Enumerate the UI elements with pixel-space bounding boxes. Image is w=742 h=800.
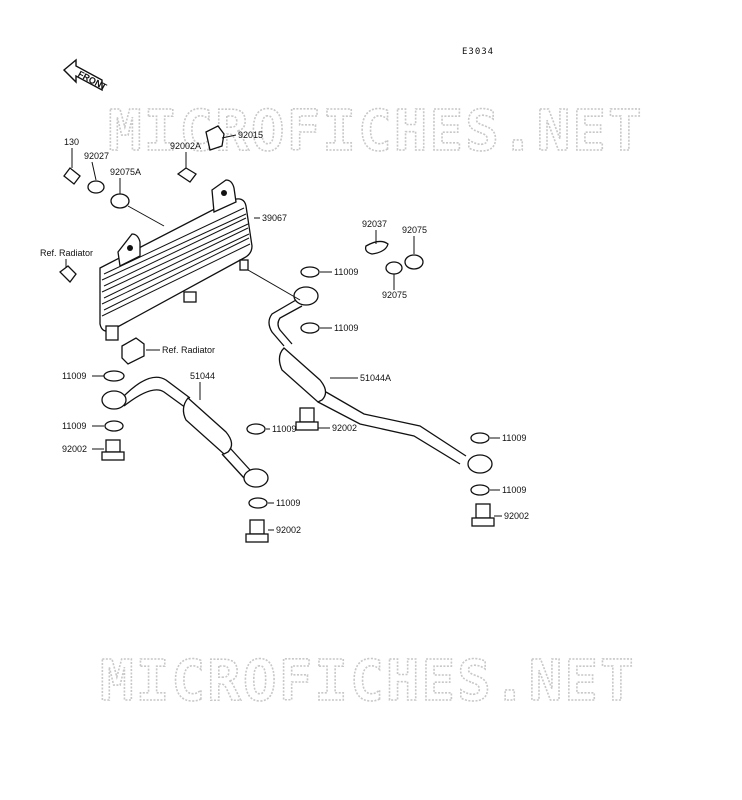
washer-11009-a — [300, 266, 320, 278]
label-11009-b: 11009 — [334, 323, 358, 333]
washer-11009-g — [470, 484, 490, 496]
label-11009-e: 11009 — [272, 424, 296, 434]
label-11009-h: 11009 — [276, 498, 300, 508]
leader-92075A-cooler — [127, 205, 165, 227]
leader-92027 — [91, 161, 97, 181]
label-92027: 92027 — [84, 151, 109, 161]
label-51044A: 51044A — [360, 373, 391, 383]
label-11009-f: 11009 — [502, 433, 526, 443]
leader-92015 — [221, 134, 237, 139]
bracket-92015 — [205, 125, 225, 151]
washer-11009-h — [248, 497, 268, 509]
label-130: 130 — [64, 137, 79, 147]
bolt-92002A — [176, 167, 197, 183]
label-51044: 51044 — [190, 371, 215, 381]
label-92037: 92037 — [362, 219, 387, 229]
bolt-130 — [63, 167, 81, 185]
label-11009-a: 11009 — [334, 267, 358, 277]
bolt-92002-b — [295, 407, 319, 431]
label-ref-radiator-mid: Ref. Radiator — [162, 345, 215, 355]
front-label: FRONT — [76, 69, 109, 93]
washer-11009-c — [103, 370, 125, 382]
bolt-92002-a — [101, 439, 125, 461]
washer-11009-d — [104, 420, 124, 432]
washer-11009-e — [246, 423, 266, 435]
bolt-92002-d — [245, 519, 269, 543]
label-92075A: 92075A — [110, 167, 141, 177]
label-92075-b: 92075 — [382, 290, 407, 300]
washer-11009-f — [470, 432, 490, 444]
bolt-92002-c — [471, 503, 495, 527]
label-11009-d: 11009 — [62, 421, 86, 431]
label-11009-c: 11009 — [62, 371, 86, 381]
label-92002-a: 92002 — [62, 444, 87, 454]
label-92075-a: 92075 — [402, 225, 427, 235]
label-11009-g: 11009 — [502, 485, 526, 495]
label-92002-c: 92002 — [504, 511, 529, 521]
grommet-92075A — [110, 193, 130, 209]
watermark-top: MICROFICHES.NET — [108, 99, 644, 164]
front-arrow-icon: FRONT — [62, 58, 109, 93]
clip-92037 — [364, 240, 389, 255]
label-92002-d: 92002 — [276, 525, 301, 535]
diagram-code: E3034 — [462, 47, 494, 57]
cushion-92027 — [87, 180, 105, 194]
grommet-92075-right — [385, 254, 424, 275]
label-92015: 92015 — [238, 130, 263, 140]
washer-11009-b — [300, 322, 320, 334]
leader-cooler-hose — [247, 269, 301, 301]
label-92002A: 92002A — [170, 141, 201, 151]
oil-hose-51044 — [101, 376, 269, 488]
watermark-bottom: MICROFICHES.NET — [100, 649, 636, 714]
oil-cooler-39067 — [99, 179, 253, 365]
bolt-ref-radiator — [59, 265, 77, 283]
oil-hose-51044A — [268, 286, 493, 474]
label-39067: 39067 — [262, 213, 287, 223]
label-ref-radiator-top: Ref. Radiator — [40, 248, 93, 258]
label-92002-b: 92002 — [332, 423, 357, 433]
